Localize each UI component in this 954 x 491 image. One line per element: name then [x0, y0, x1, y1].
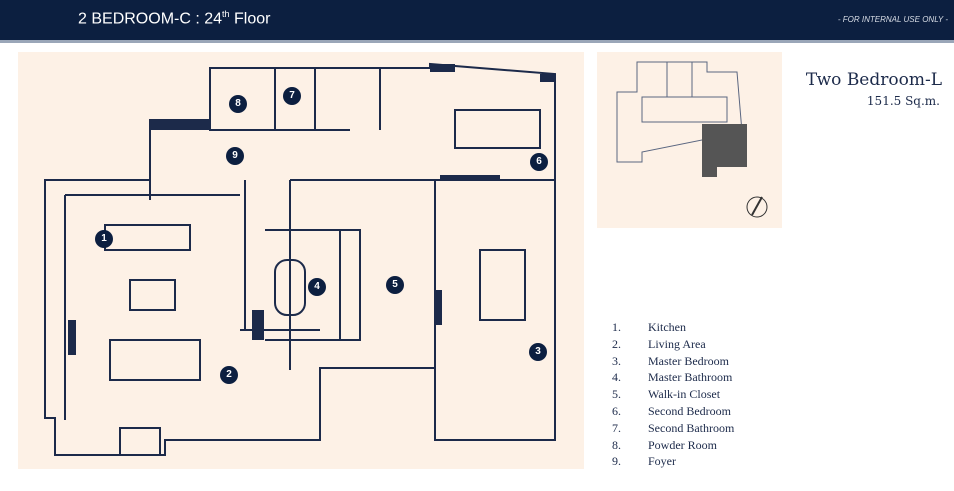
legend-item: 3.Master Bedroom: [612, 353, 729, 368]
key-plan-drawing: [616, 61, 768, 218]
room-marker-4: 4: [308, 278, 326, 296]
legend-item: 9.Foyer: [612, 454, 676, 469]
legend-item: 8.Powder Room: [612, 437, 717, 452]
legend-item: 6.Second Bedroom: [612, 403, 731, 418]
internal-use-notice: - FOR INTERNAL USE ONLY -: [837, 15, 948, 24]
legend-item: 4.Master Bathroom: [612, 370, 733, 385]
room-marker-1: 1: [95, 230, 113, 248]
floor-plan-drawing: [44, 62, 556, 456]
legend-item: 1.Kitchen: [612, 320, 686, 334]
room-marker-5: 5: [386, 276, 404, 294]
unit-name: Two Bedroom-L: [805, 70, 942, 90]
legend-item: 5.Walk-in Closet: [612, 387, 721, 402]
room-marker-2: 2: [220, 366, 238, 384]
page-title: 2 BEDROOM-C : 24th Floor: [78, 9, 271, 28]
room-marker-6: 6: [530, 153, 548, 171]
room-marker-7: 7: [283, 87, 301, 105]
floor-plan: 1 2 3 4 5 6 7 8 9: [18, 52, 584, 469]
room-marker-8: 8: [229, 95, 247, 113]
unit-area: 151.5 Sq.m.: [866, 94, 940, 108]
compass-icon: [746, 196, 768, 218]
room-marker-3: 3: [529, 343, 547, 361]
legend-item: 2.Living Area: [612, 336, 706, 351]
header-bar: 2 BEDROOM-C : 24th Floor - FOR INTERNAL …: [0, 0, 954, 43]
key-plan: [597, 52, 782, 228]
room-marker-9: 9: [226, 147, 244, 165]
legend-item: 7.Second Bathroom: [612, 420, 735, 435]
room-legend: 1.Kitchen 2.Living Area 3.Master Bedroom…: [612, 320, 734, 471]
